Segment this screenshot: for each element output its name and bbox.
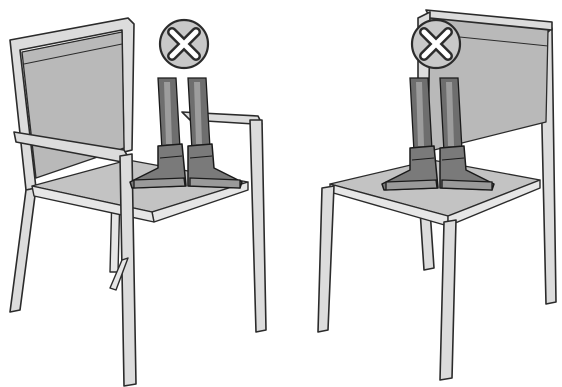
armchair (10, 18, 266, 386)
prohibition-x-icon (412, 20, 460, 68)
armchair-rear-leg-left (10, 188, 36, 312)
side-chair-front-leg-left (318, 186, 334, 332)
armchair-front-leg-right (250, 120, 266, 332)
side-chair-front-leg-right (440, 220, 456, 380)
prohibition-x-icon (160, 20, 208, 68)
